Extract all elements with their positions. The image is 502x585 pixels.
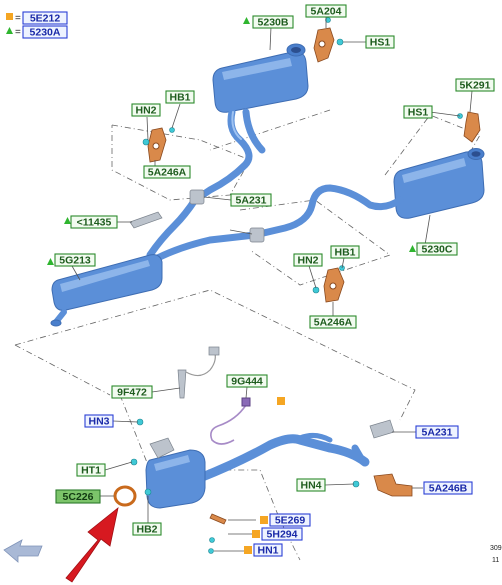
part-labels: 5230B 5A204 HS1 HB1 HN2 5A246A 5K291: [47, 4, 495, 557]
svg-text:5A246A: 5A246A: [148, 167, 187, 179]
label-hn2-left[interactable]: HN2: [131, 103, 161, 117]
svg-text:9F472: 9F472: [117, 387, 147, 399]
legend-triangle-icon: [6, 27, 13, 34]
rear-muffler-right[interactable]: [251, 148, 485, 239]
svg-text:5K291: 5K291: [460, 80, 491, 92]
label-5a246a-right[interactable]: 5A246A: [309, 315, 357, 329]
svg-text:5A231: 5A231: [422, 427, 453, 439]
bracket-5a246a-left[interactable]: [142, 127, 175, 163]
label-hn4[interactable]: HN4: [296, 478, 326, 492]
label-hs1-right[interactable]: HS1: [403, 105, 433, 119]
svg-text:HB1: HB1: [334, 247, 355, 259]
svg-text:HN1: HN1: [257, 545, 278, 557]
legend-equals-2: =: [15, 27, 21, 38]
label-hn2-right[interactable]: HN2: [293, 253, 323, 267]
label-hb1-left[interactable]: HB1: [165, 90, 195, 104]
svg-text:HN3: HN3: [88, 416, 109, 428]
triangle-marker-icon: [243, 17, 250, 24]
svg-text:5C226: 5C226: [63, 491, 94, 503]
fastener-clips: [130, 418, 227, 554]
outline-center-return: [14, 344, 111, 396]
square-marker-icon: [277, 397, 285, 405]
svg-text:5G213: 5G213: [59, 255, 91, 267]
legend-equals-1: =: [15, 13, 21, 24]
label-5a231-mid[interactable]: 5A231: [230, 193, 272, 207]
svg-text:HN2: HN2: [135, 105, 156, 117]
clamp-5a231-mid[interactable]: [189, 189, 265, 243]
svg-text:HT1: HT1: [81, 465, 101, 477]
svg-text:5230C: 5230C: [422, 244, 453, 256]
triangle-marker-icon: [409, 245, 416, 252]
label-5h294[interactable]: 5H294: [261, 527, 303, 541]
square-marker-icon: [252, 530, 260, 538]
oxygen-sensor-9f472[interactable]: [177, 346, 220, 399]
label-5g213[interactable]: 5G213: [54, 253, 96, 267]
label-5230b[interactable]: 5230B: [252, 15, 294, 29]
label-9f472[interactable]: 9F472: [111, 385, 153, 399]
reference-number-line1: 309: [490, 545, 502, 552]
triangle-marker-icon: [64, 217, 71, 224]
legend-square-icon: [6, 13, 13, 20]
label-9g444[interactable]: 9G444: [226, 374, 268, 388]
label-ht1[interactable]: HT1: [76, 463, 106, 477]
label-5a246b[interactable]: 5A246B: [423, 481, 473, 495]
svg-text:<11435: <11435: [77, 217, 112, 229]
outline-top-muffler: [209, 109, 331, 151]
front-pipe-converter[interactable]: [145, 432, 370, 509]
legend-label-triangle: 5230A: [22, 25, 68, 39]
clamp-5a231-low[interactable]: [369, 419, 395, 439]
svg-text:5H294: 5H294: [267, 529, 298, 541]
outline-upper-right: [239, 199, 391, 286]
svg-text:5230B: 5230B: [258, 17, 289, 29]
label-hn3[interactable]: HN3: [84, 414, 114, 428]
square-marker-icon: [260, 516, 268, 524]
label-5a231-low[interactable]: 5A231: [415, 425, 459, 439]
svg-text:9G444: 9G444: [231, 376, 263, 388]
label-5a204[interactable]: 5A204: [305, 4, 347, 18]
svg-text:HB1: HB1: [169, 92, 190, 104]
outline-upper-left: [111, 124, 251, 201]
svg-text:HB2: HB2: [136, 524, 157, 536]
legend-label-square: 5E212: [22, 11, 68, 25]
square-marker-icon: [244, 546, 252, 554]
svg-text:HS1: HS1: [408, 107, 429, 119]
reference-number-line2: 11: [492, 557, 499, 564]
outline-center: [14, 289, 416, 421]
label-hn1[interactable]: HN1: [253, 543, 283, 557]
svg-text:5230A: 5230A: [30, 27, 61, 39]
legend: = 5E212 = 5230A: [6, 11, 68, 39]
svg-text:HN4: HN4: [300, 480, 321, 492]
label-5k291[interactable]: 5K291: [455, 78, 495, 92]
red-pointer-arrow-icon: [65, 506, 119, 583]
label-5230c[interactable]: 5230C: [416, 242, 458, 256]
bracket-5a246a-right[interactable]: [312, 265, 345, 303]
triangle-marker-icon: [47, 258, 54, 265]
oxygen-sensor-9g444[interactable]: [210, 397, 251, 445]
label-5e269[interactable]: 5E269: [269, 513, 311, 527]
svg-text:5A231: 5A231: [236, 195, 267, 207]
bracket-5a204[interactable]: [313, 17, 344, 63]
gasket-5c226[interactable]: [113, 485, 137, 507]
svg-text:5A246B: 5A246B: [429, 483, 468, 495]
label-hb1-right[interactable]: HB1: [330, 245, 360, 259]
heat-shield-11435[interactable]: [129, 211, 163, 229]
svg-text:HN2: HN2: [297, 255, 318, 267]
label-hs1-top[interactable]: HS1: [365, 35, 395, 49]
outline-lower: [119, 394, 301, 561]
label-hb2[interactable]: HB2: [132, 522, 162, 536]
center-pipe-assembly[interactable]: [50, 196, 259, 327]
bracket-5a246b[interactable]: [352, 473, 413, 497]
label-5c226[interactable]: 5C226: [55, 489, 101, 504]
svg-text:5E212: 5E212: [30, 13, 61, 25]
rear-muffler-left[interactable]: [191, 43, 309, 204]
svg-text:5A204: 5A204: [311, 6, 342, 18]
svg-text:5A246A: 5A246A: [314, 317, 353, 329]
svg-text:5E269: 5E269: [275, 515, 306, 527]
back-arrow-icon[interactable]: [3, 539, 43, 563]
label-11435[interactable]: <11435: [70, 215, 118, 229]
svg-text:HS1: HS1: [370, 37, 391, 49]
label-5a246a-left[interactable]: 5A246A: [143, 165, 191, 179]
